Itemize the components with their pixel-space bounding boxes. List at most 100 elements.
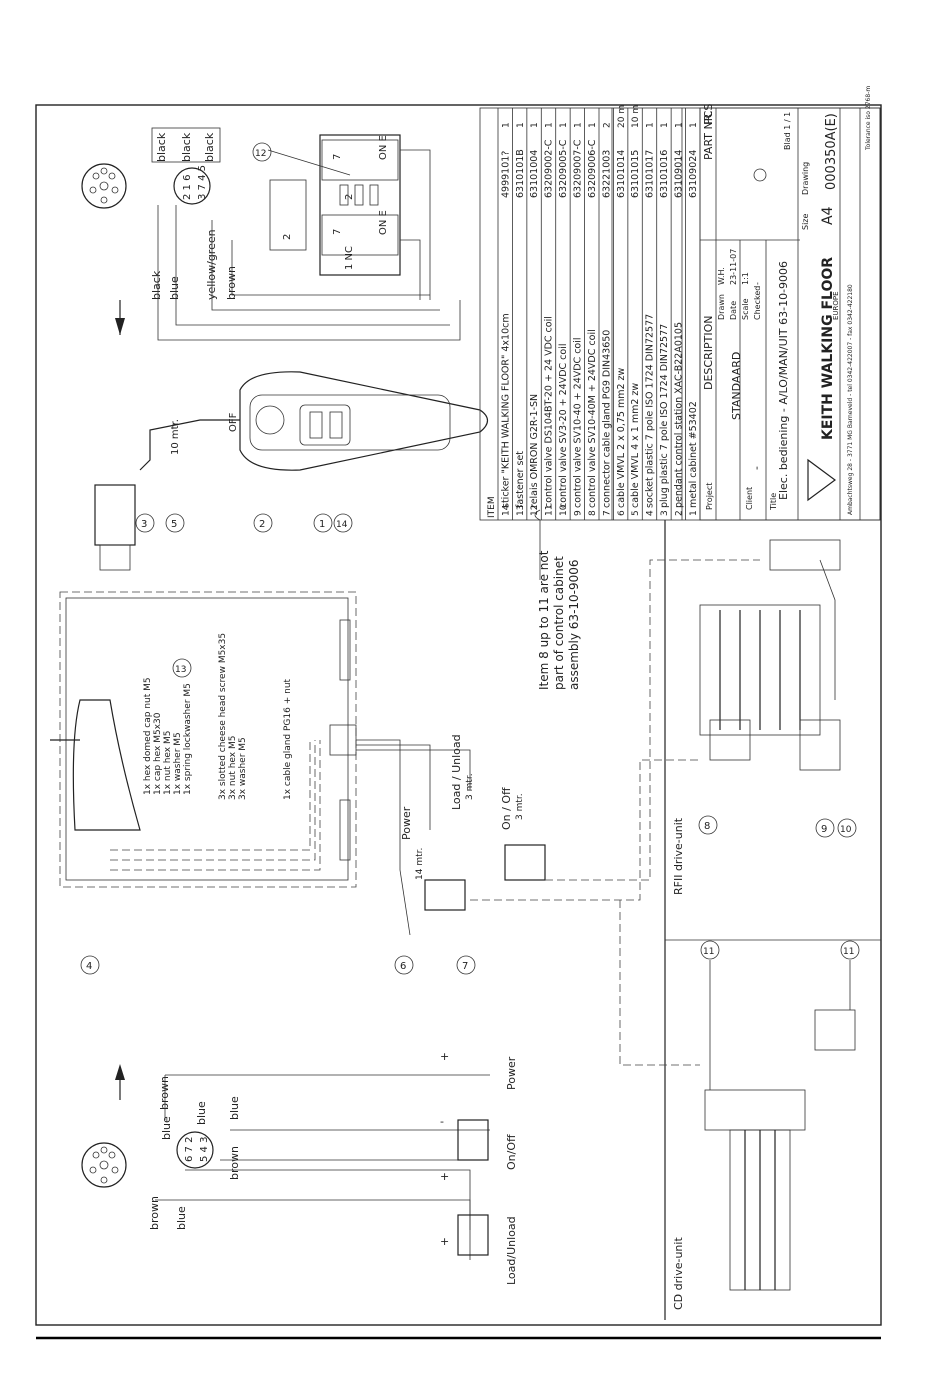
balloon-label: 12 bbox=[255, 149, 266, 159]
socket-face-top bbox=[81, 163, 127, 209]
svg-text:CD drive-unit: CD drive-unit bbox=[672, 1237, 685, 1310]
svg-text:Load / Unload: Load / Unload bbox=[450, 734, 463, 810]
svg-text:7: 7 bbox=[332, 154, 343, 160]
svg-text:PCS: PCS bbox=[702, 104, 715, 125]
output-cables: Power 14 mtr. Load / Unload 3 mtr. On / … bbox=[356, 734, 546, 936]
parts-item-number: 10 bbox=[559, 504, 569, 516]
company-logo-text: KEITH WALKING FLOOR bbox=[820, 257, 836, 440]
rfii-drive-unit: RFII drive-unit bbox=[470, 539, 841, 901]
pin-layout-top bbox=[173, 167, 211, 205]
wire-label: black bbox=[150, 270, 163, 300]
stop-button[interactable] bbox=[255, 405, 285, 435]
balloon-label: 11 bbox=[843, 947, 854, 957]
svg-text:14 mtr.: 14 mtr. bbox=[415, 848, 425, 880]
parts-description: control valve DS104BT-20 + 24 VDC coil bbox=[544, 316, 555, 508]
svg-text:ITEM: ITEM bbox=[487, 496, 497, 518]
parts-description: socket plastic 7 pole ISO 1724 DIN72577 bbox=[645, 314, 656, 508]
parts-item-number: 3 bbox=[660, 510, 670, 516]
svg-text:+: + bbox=[440, 1235, 449, 1248]
svg-text:Size: Size bbox=[801, 214, 810, 231]
parts-part-number: 63101014 bbox=[616, 150, 627, 198]
svg-text:3x slotted cheese head screw M: 3x slotted cheese head screw M5x35 bbox=[218, 633, 228, 800]
wire-label: brown bbox=[148, 1196, 161, 1230]
parts-part-number: 63109024 bbox=[688, 150, 699, 198]
balloon-label: 6 bbox=[400, 961, 406, 972]
parts-description: control valve SV10-40M + 24VDC coil bbox=[587, 329, 598, 508]
parts-item-number: 12 bbox=[530, 505, 540, 516]
parts-part-number: 63101016 bbox=[659, 150, 670, 198]
parts-description: control valve SV3-20 + 24VDC coil bbox=[558, 344, 569, 508]
svg-text:EUROPE: EUROPE bbox=[832, 291, 840, 320]
parts-quantity: 1 bbox=[530, 122, 540, 128]
drawing-frame bbox=[35, 104, 882, 1326]
balloon-label: 1 bbox=[319, 519, 325, 530]
balloon-label: 3 bbox=[141, 519, 147, 530]
valve-block bbox=[704, 1089, 806, 1131]
parts-quantity: 1 bbox=[588, 122, 598, 128]
svg-text:1x washer M5: 1x washer M5 bbox=[173, 732, 183, 795]
balloon-label: 8 bbox=[704, 821, 710, 832]
parts-description: pendant control station XAC-B22A0105 bbox=[674, 322, 685, 508]
parts-item-number: 5 bbox=[631, 510, 641, 516]
parts-description: metal cabinet #53402 bbox=[688, 401, 699, 508]
balloon-label: 5 bbox=[171, 519, 177, 530]
svg-text:PART NR.: PART NR. bbox=[702, 111, 715, 161]
parts-quantity: 1 bbox=[574, 122, 584, 128]
wire-label: blue bbox=[168, 276, 181, 300]
svg-text:Scale: Scale bbox=[741, 298, 750, 320]
svg-text:Checked: Checked bbox=[753, 286, 762, 320]
balloon-label: 7 bbox=[462, 961, 468, 972]
parts-description: sticker "KEITH WALKING FLOOR" 4x10cm bbox=[500, 313, 511, 508]
wire-label: brown bbox=[228, 1146, 241, 1180]
parts-part-number: 4999101? bbox=[500, 151, 511, 198]
terminal-on-off bbox=[457, 1119, 489, 1161]
parts-part-number: 63101017 bbox=[645, 150, 656, 198]
parts-part-number: 63209007-C bbox=[573, 139, 584, 198]
svg-text:2 1 6: 2 1 6 bbox=[182, 175, 193, 200]
parts-part-number: 63209006-C bbox=[587, 139, 598, 198]
balloon-label: 9 bbox=[821, 824, 827, 835]
svg-text:Project: Project bbox=[705, 483, 714, 510]
svg-text:On/Off: On/Off bbox=[505, 1134, 518, 1170]
parts-part-number: 63101015 bbox=[630, 150, 641, 198]
socket-label: black bbox=[203, 132, 216, 162]
svg-text:-: - bbox=[440, 1115, 444, 1128]
connector-on-off bbox=[504, 844, 546, 881]
parts-quantity: 1 bbox=[559, 122, 569, 128]
terminal-load-unload bbox=[457, 1214, 489, 1256]
parts-quantity: 1 bbox=[660, 122, 670, 128]
logo-icon bbox=[807, 458, 837, 502]
button-label: OFF bbox=[228, 412, 239, 432]
svg-text:RFII drive-unit: RFII drive-unit bbox=[672, 817, 685, 895]
svg-text:1:1: 1:1 bbox=[741, 272, 750, 285]
parts-part-number: 63101004 bbox=[529, 150, 540, 198]
parts-item-number: 11 bbox=[545, 505, 555, 516]
svg-text:Power: Power bbox=[505, 1056, 518, 1090]
svg-text:blue: blue bbox=[195, 1101, 208, 1125]
svg-text:3x nut hex M5: 3x nut hex M5 bbox=[228, 736, 238, 800]
svg-text:3 mtr.: 3 mtr. bbox=[465, 773, 475, 800]
parts-part-number: 63209005-C bbox=[558, 139, 569, 198]
svg-text:1x hex domed cap nut M5: 1x hex domed cap nut M5 bbox=[143, 677, 153, 795]
svg-text:1 NC: 1 NC bbox=[344, 246, 355, 270]
hydraulic-manifold bbox=[699, 604, 821, 736]
balloon-label: 14 bbox=[336, 520, 348, 530]
svg-text:1x cap hex M5x30: 1x cap hex M5x30 bbox=[153, 712, 163, 795]
parts-description: control valve SV10-40 + 24VDC coil bbox=[573, 337, 584, 508]
parts-item-number: 13 bbox=[516, 505, 526, 516]
parts-quantity: 1 bbox=[516, 122, 526, 128]
pendant-control-station: OFF 10 mtr. bbox=[94, 371, 489, 571]
svg-text:5 4 3: 5 4 3 bbox=[199, 1137, 210, 1162]
parts-description: relais OMRON G2R-1-SN bbox=[529, 394, 540, 508]
svg-text:000350A(E): 000350A(E) bbox=[824, 113, 839, 190]
svg-text:+: + bbox=[440, 1170, 449, 1183]
svg-text:Drawing: Drawing bbox=[801, 162, 810, 195]
